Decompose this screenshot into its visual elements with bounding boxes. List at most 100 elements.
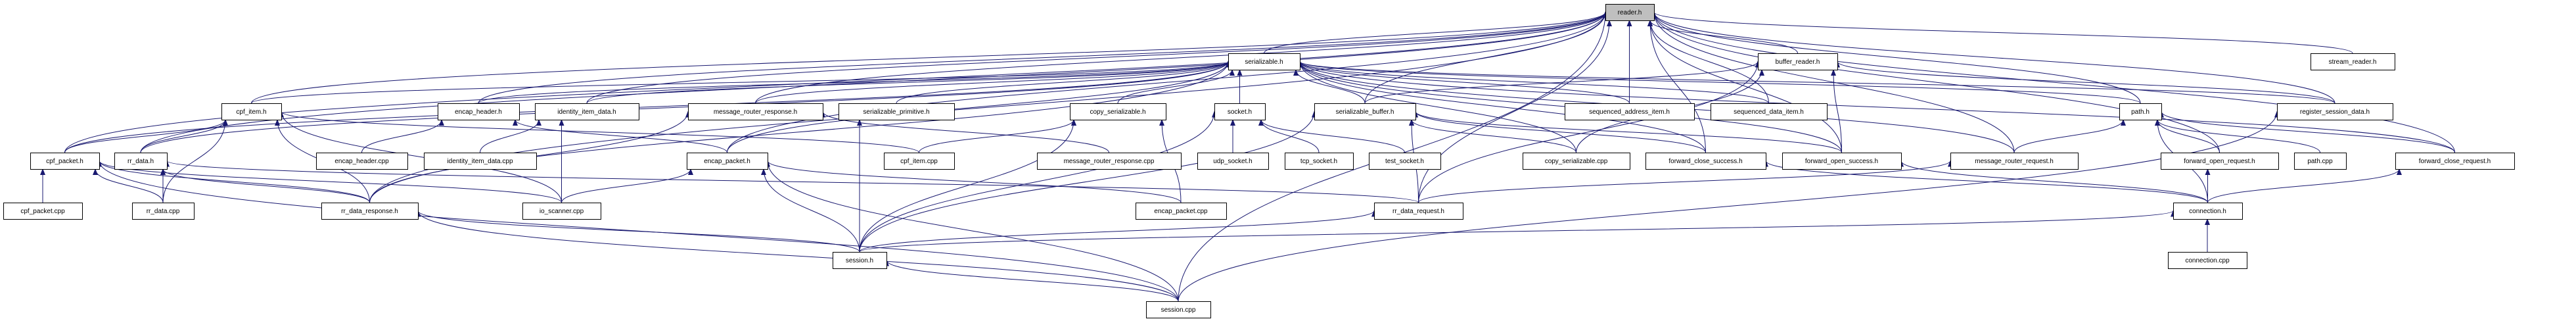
node-copy-serializable-cpp[interactable]: copy_serializable.cpp xyxy=(1523,153,1630,170)
node-label: session.cpp xyxy=(1161,307,1196,314)
node-box xyxy=(2395,153,2515,170)
node-box xyxy=(2168,252,2247,269)
node-message-router-response-h[interactable]: message_router_response.h xyxy=(688,103,823,120)
node-serializable-buffer-h[interactable]: serializable_buffer.h xyxy=(1314,103,1416,120)
edge-session-h-to-rr-data-response-h xyxy=(415,210,860,253)
node-io-scanner-cpp[interactable]: io_scanner.cpp xyxy=(522,203,601,220)
node-message-router-request-h[interactable]: message_router_request.h xyxy=(1950,153,2079,170)
edge-forward-open-request-h-to-reader-h xyxy=(1651,11,2220,153)
node-rr-data-h[interactable]: rr_data.h xyxy=(114,153,168,170)
edge-serializable-buffer-h-to-serializable-h xyxy=(1293,69,1366,104)
edge-identity-item-data-h-to-reader-h xyxy=(586,11,1608,104)
node-label: forward_open_success.h xyxy=(1805,158,1878,165)
edge-session-h-to-socket-h xyxy=(859,110,1217,253)
edge-rr-data-cpp-to-cpf-packet-h xyxy=(93,168,164,203)
node-path-cpp[interactable]: path.cpp xyxy=(2294,153,2347,170)
edge-cpf-packet-h-to-cpf-item-h xyxy=(64,119,228,153)
node-rr-data-cpp[interactable]: rr_data.cpp xyxy=(132,203,195,220)
edge-message-router-request-h-to-path-h xyxy=(2013,119,2126,153)
edge-path-cpp-to-path-h xyxy=(2155,119,2320,153)
node-label: socket.h xyxy=(1228,109,1252,116)
node-box xyxy=(2294,153,2347,170)
edge-sequenced-data-item-h-to-serializable-h xyxy=(1297,61,1769,104)
node-reader-h[interactable]: reader.h xyxy=(1605,4,1655,21)
node-box xyxy=(1369,153,1441,170)
node-encap-header-h[interactable]: encap_header.h xyxy=(438,103,520,120)
node-label: path.cpp xyxy=(2307,158,2333,165)
node-message-router-response-cpp[interactable]: message_router_response.cpp xyxy=(1037,153,1182,170)
node-label: message_router_response.h xyxy=(714,109,797,116)
node-path-h[interactable]: path.h xyxy=(2119,103,2162,120)
node-register-session-data-h[interactable]: register_session_data.h xyxy=(2277,103,2393,120)
node-label: rr_data.cpp xyxy=(147,208,180,215)
node-cpf-item-h[interactable]: cpf_item.h xyxy=(221,103,282,120)
node-encap-header-cpp[interactable]: encap_header.cpp xyxy=(316,153,408,170)
node-encap-packet-h[interactable]: encap_packet.h xyxy=(687,153,768,170)
node-label: rr_data.h xyxy=(127,158,154,165)
node-cpf-packet-h[interactable]: cpf_packet.h xyxy=(30,153,100,170)
node-connection-h[interactable]: connection.h xyxy=(2173,203,2243,220)
node-box xyxy=(3,203,83,220)
edge-cpf-item-cpp-to-cpf-item-h xyxy=(279,110,919,153)
edge-forward-close-request-h-to-serializable-h xyxy=(1297,61,2455,153)
node-box xyxy=(316,153,408,170)
edge-rr-data-response-h-to-serializable-h xyxy=(369,61,1231,203)
node-copy-serializable-h[interactable]: copy_serializable.h xyxy=(1070,103,1166,120)
edge-path-h-to-reader-h xyxy=(1651,11,2141,104)
node-serializable-h[interactable]: serializable.h xyxy=(1228,53,1300,70)
node-test-socket-h[interactable]: test_socket.h xyxy=(1369,153,1441,170)
edge-io-scanner-cpp-to-encap-packet-h xyxy=(561,168,693,203)
node-rr-data-response-h[interactable]: rr_data_response.h xyxy=(321,203,419,220)
node-identity-item-data-h[interactable]: identity_item_data.h xyxy=(535,103,639,120)
node-udp-socket-h[interactable]: udp_socket.h xyxy=(1197,153,1269,170)
node-sequenced-address-item-h[interactable]: sequenced_address_item.h xyxy=(1565,103,1695,120)
node-encap-packet-cpp[interactable]: encap_packet.cpp xyxy=(1136,203,1227,220)
node-rr-data-request-h[interactable]: rr_data_request.h xyxy=(1374,203,1463,220)
edge-test-socket-h-to-socket-h xyxy=(1258,119,1405,153)
edge-rr-data-h-to-cpf-item-h xyxy=(140,119,228,153)
node-label: test_socket.h xyxy=(1385,158,1424,165)
edge-serializable-primitive-h-to-serializable-h xyxy=(896,61,1231,104)
node-session-h[interactable]: session.h xyxy=(833,252,887,269)
edge-forward-close-request-h-to-reader-h xyxy=(1651,11,2455,153)
node-box xyxy=(2311,53,2395,70)
edge-register-session-data-h-to-reader-h xyxy=(1651,11,2335,104)
edges-layer xyxy=(40,11,2455,302)
node-sequenced-data-item-h[interactable]: sequenced_data_item.h xyxy=(1711,103,1828,120)
node-cpf-item-cpp[interactable]: cpf_item.cpp xyxy=(884,153,955,170)
node-tcp-socket-h[interactable]: tcp_socket.h xyxy=(1285,153,1354,170)
edge-session-cpp-to-rr-data-response-h xyxy=(415,210,1179,302)
node-buffer-reader-h[interactable]: buffer_reader.h xyxy=(1758,53,1838,70)
node-cpf-packet-cpp[interactable]: cpf_packet.cpp xyxy=(3,203,83,220)
node-box xyxy=(114,153,168,170)
edge-encap-header-h-to-reader-h xyxy=(478,11,1608,104)
node-forward-close-success-h[interactable]: forward_close_success.h xyxy=(1645,153,1766,170)
node-serializable-primitive-h[interactable]: serializable_primitive.h xyxy=(839,103,955,120)
edge-connection-h-to-forward-open-success-h xyxy=(1898,160,2208,203)
edge-session-h-to-encap-packet-h xyxy=(761,168,860,253)
node-label: rr_data_request.h xyxy=(1392,208,1444,215)
node-label: io_scanner.cpp xyxy=(540,208,584,215)
node-label: serializable_primitive.h xyxy=(863,109,929,116)
edge-copy-serializable-cpp-to-serializable-buffer-h xyxy=(1409,119,1576,153)
node-label: encap_header.cpp xyxy=(334,158,389,165)
edge-session-cpp-to-register-session-data-h xyxy=(1178,110,2280,302)
edge-rr-data-response-h-to-cpf-packet-h xyxy=(97,160,370,203)
node-identity-item-data-cpp[interactable]: identity_item_data.cpp xyxy=(424,153,537,170)
node-connection-cpp[interactable]: connection.cpp xyxy=(2168,252,2247,269)
node-forward-close-request-h[interactable]: forward_close_request.h xyxy=(2395,153,2515,170)
node-session-cpp[interactable]: session.cpp xyxy=(1146,301,1211,318)
node-forward-open-success-h[interactable]: forward_open_success.h xyxy=(1782,153,1902,170)
edge-session-h-to-copy-serializable-h xyxy=(859,119,1076,253)
node-stream-reader-h[interactable]: stream_reader.h xyxy=(2311,53,2395,70)
node-box xyxy=(1285,153,1354,170)
edge-encap-header-h-to-serializable-h xyxy=(478,61,1231,104)
node-label: encap_header.h xyxy=(455,109,502,116)
edge-forward-open-success-h-to-buffer-reader-h xyxy=(1831,69,1842,153)
edge-forward-close-request-h-to-path-h xyxy=(2159,110,2455,153)
edge-rr-data-response-h-to-rr-data-h xyxy=(160,168,370,203)
node-socket-h[interactable]: socket.h xyxy=(1214,103,1266,120)
node-forward-open-request-h[interactable]: forward_open_request.h xyxy=(2161,153,2279,170)
edge-identity-item-data-h-to-serializable-h xyxy=(586,61,1231,104)
edge-path-h-to-serializable-h xyxy=(1297,61,2141,104)
